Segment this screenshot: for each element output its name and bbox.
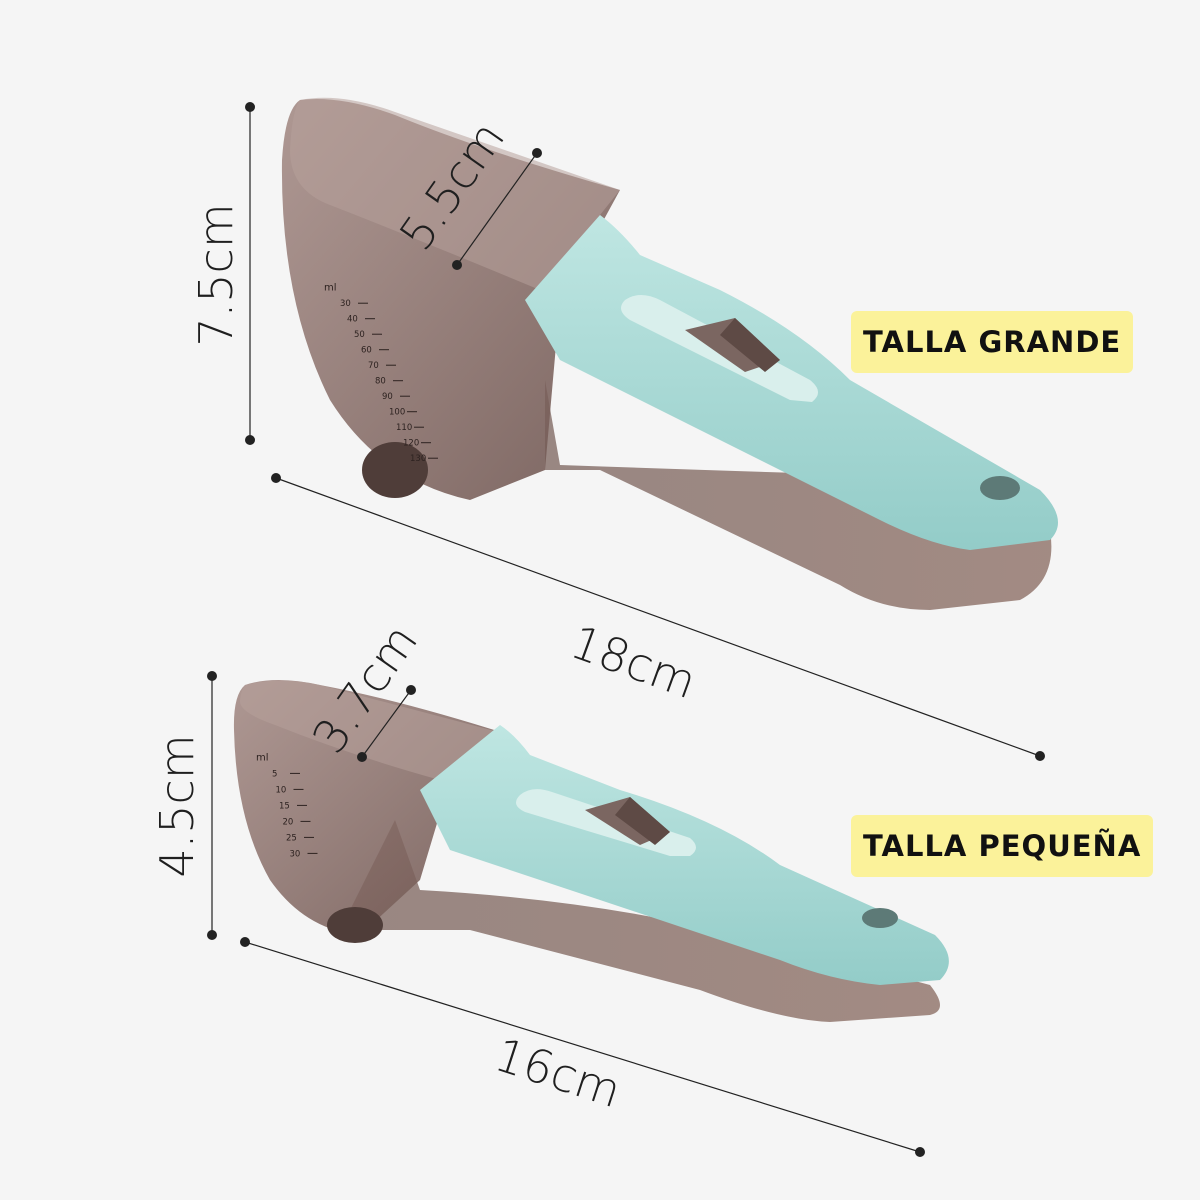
- scale-mark-label: 15: [279, 801, 290, 811]
- small-spoon-body: [340, 820, 940, 1022]
- small-spoon-base: [327, 907, 383, 943]
- large-length-label: 18cm: [564, 615, 703, 710]
- small-height-label: 4.5cm: [150, 734, 204, 877]
- large-length-line: [275, 477, 1041, 757]
- size-label-large: TALLA GRANDE: [851, 311, 1134, 373]
- scale-mark-label: 120: [403, 439, 419, 449]
- large-spoon-slider: [685, 318, 780, 372]
- scale-mark-label: 10: [276, 785, 287, 795]
- scale-mark-label: 100: [389, 408, 405, 418]
- scale-mark-label: 130: [410, 454, 426, 464]
- dimension-lines: [207, 102, 1045, 1157]
- scale-mark-label: 30: [290, 849, 301, 859]
- scale-mark-label: 60: [361, 346, 372, 356]
- scale-mark-label: 40: [347, 315, 358, 325]
- small-width-line: [361, 689, 412, 758]
- large-height-label: 7.5cm: [189, 203, 243, 346]
- scale-unit-label: ml: [324, 283, 337, 294]
- scale-mark-label: 5: [272, 769, 277, 779]
- scale-mark-label: 90: [382, 392, 393, 402]
- size-label-small: TALLA PEQUEÑA: [851, 815, 1154, 877]
- scale-mark-label: 25: [286, 833, 297, 843]
- scale-mark-label: 30: [340, 299, 351, 309]
- large-spoon-base: [362, 442, 428, 498]
- small-spoon: ml5 10 15 20 25 30: [233, 680, 949, 1022]
- small-spoon-scale: ml5 10 15 20 25 30: [256, 752, 318, 859]
- small-spoon-slider: [585, 797, 670, 845]
- large-spoon-body: [545, 380, 1052, 610]
- large-spoon-hanging-hole: [980, 476, 1020, 500]
- scale-mark-label: 50: [354, 330, 365, 340]
- small-length-label: 16cm: [488, 1027, 627, 1118]
- scale-mark-label: 70: [368, 361, 379, 371]
- scale-mark-label: 80: [375, 377, 386, 387]
- small-length-line: [244, 941, 921, 1153]
- scale-unit-label: ml: [256, 752, 269, 763]
- scale-mark-label: 20: [283, 817, 294, 827]
- large-width-line: [456, 152, 538, 266]
- small-spoon-hanging-hole: [862, 908, 898, 928]
- scale-mark-label: 110: [396, 423, 412, 433]
